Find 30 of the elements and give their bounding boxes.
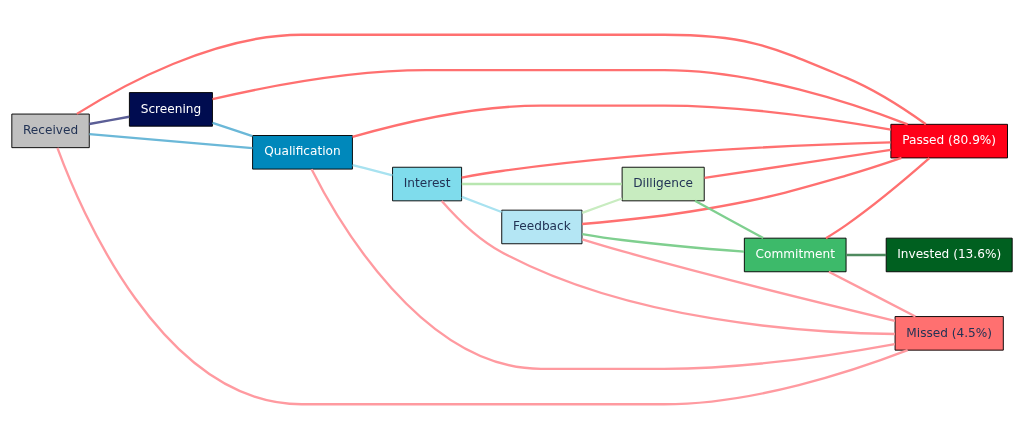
node-box: Missed (4.5%): [894, 316, 1004, 351]
connector: [704, 148, 891, 180]
node-box: Qualification: [252, 135, 353, 170]
node-box: Invested (13.6%): [885, 237, 1013, 273]
connector: [212, 121, 253, 138]
connector: [582, 232, 745, 253]
connector: [461, 182, 622, 186]
connector: [352, 163, 393, 177]
connector: [89, 115, 130, 126]
connector: [846, 253, 887, 257]
connector: [212, 69, 909, 126]
connector: [828, 270, 916, 318]
node-box: Screening: [128, 92, 213, 127]
connector: [461, 141, 891, 179]
connector: [581, 197, 623, 214]
connector: [440, 200, 895, 336]
node-box: Received: [11, 113, 90, 149]
connector: [582, 156, 902, 226]
connector: [76, 33, 927, 126]
connector: [89, 132, 253, 150]
node-box: Interest: [392, 166, 463, 202]
node-box: Passed (80.9%): [890, 123, 1008, 159]
node-box: Dilligence: [621, 166, 705, 202]
node-box: Feedback: [501, 209, 583, 245]
connector: [56, 147, 909, 406]
connector: [352, 104, 892, 139]
node-box: Commitment: [743, 237, 847, 273]
connector: [461, 195, 502, 214]
connector: [825, 157, 931, 240]
connector: [694, 199, 764, 240]
